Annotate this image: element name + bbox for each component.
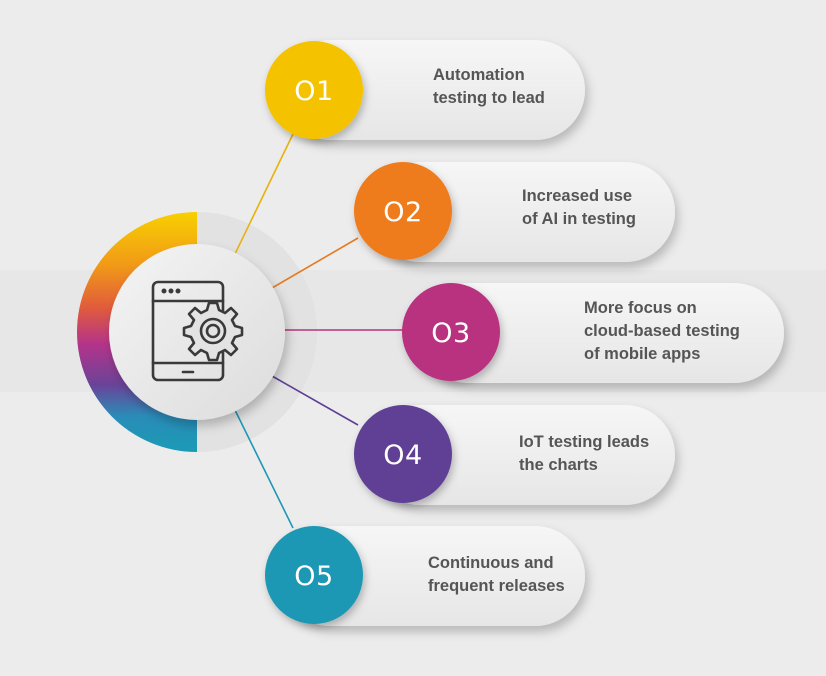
step-5-label-line-1: Continuous and bbox=[428, 554, 554, 572]
step-1-label-line-1: Automation bbox=[433, 66, 525, 84]
step-5-number: O5 bbox=[294, 561, 333, 592]
step-4-badge bbox=[354, 405, 452, 503]
step-5-label-line-2: frequent releases bbox=[428, 577, 565, 595]
tablet-gear-icon bbox=[151, 280, 244, 382]
step-3-label-line-2: cloud-based testing bbox=[584, 322, 740, 340]
step-4: O4 bbox=[354, 405, 675, 505]
step-2-badge bbox=[354, 162, 452, 260]
connector-4 bbox=[271, 375, 359, 426]
step-1-badge bbox=[265, 41, 363, 139]
step-4-number: O4 bbox=[383, 440, 422, 471]
step-4-label-line-2: the charts bbox=[519, 456, 598, 474]
step-3-badge bbox=[402, 283, 500, 381]
connector-5 bbox=[233, 407, 294, 529]
step-3-label-line-1: More focus on bbox=[584, 299, 697, 317]
step-5-badge bbox=[265, 526, 363, 624]
step-4-pill bbox=[370, 405, 675, 505]
step-2-number: O2 bbox=[383, 197, 422, 228]
step-3-pill bbox=[418, 283, 784, 383]
step-1-number: O1 bbox=[294, 76, 333, 107]
step-2-label-line-1: Increased use bbox=[522, 187, 633, 205]
step-1-label-line-2: testing to lead bbox=[433, 89, 545, 107]
step-1-pill bbox=[280, 40, 585, 140]
step-4-label: IoT testing leads the charts bbox=[519, 431, 649, 477]
step-2: O2 bbox=[354, 162, 675, 262]
step-3-label-line-3: of mobile apps bbox=[584, 345, 701, 363]
connector-2 bbox=[271, 237, 359, 289]
step-2-pill bbox=[370, 162, 675, 262]
step-4-label-line-1: IoT testing leads bbox=[519, 433, 650, 451]
step-3: O3 bbox=[402, 283, 784, 383]
step-2-label: Increased use of AI in testing bbox=[522, 185, 636, 231]
step-1-label: Automation testing to lead bbox=[433, 64, 545, 110]
step-5: O5 bbox=[265, 526, 585, 626]
step-2-label-line-2: of AI in testing bbox=[522, 210, 636, 228]
step-1: O1 bbox=[265, 40, 585, 140]
step-3-number: O3 bbox=[431, 318, 470, 349]
step-3-label: More focus on cloud-based testing of mob… bbox=[584, 297, 740, 366]
step-5-label: Continuous and frequent releases bbox=[428, 552, 565, 598]
connector-1 bbox=[233, 133, 294, 257]
